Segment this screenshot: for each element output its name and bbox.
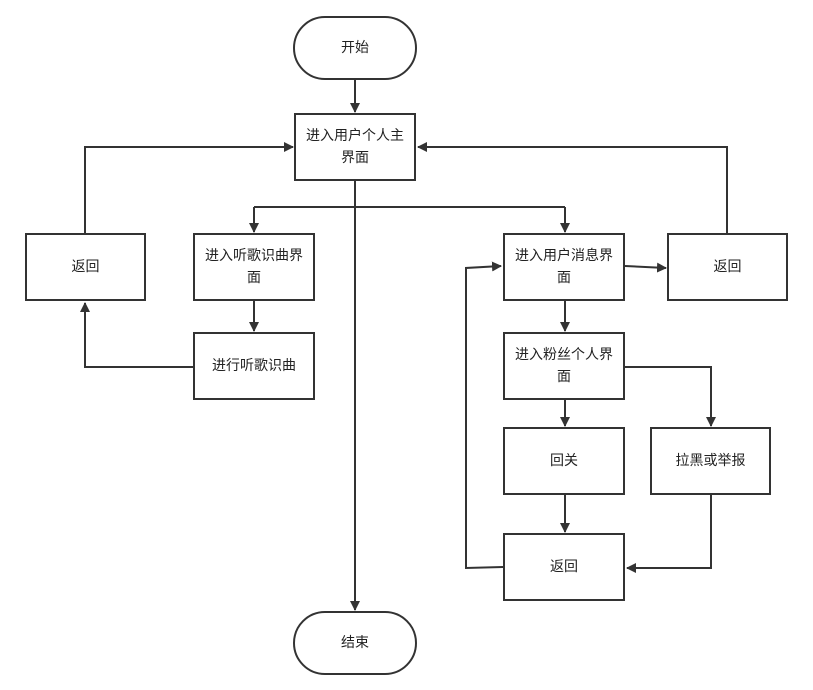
back-bottom-node: 返回: [503, 533, 625, 601]
do-music-recog-label: 进行听歌识曲: [212, 358, 296, 374]
edge-block-report-to-back-bottom: [626, 494, 712, 573]
enter-user-messages-node: 进入用户消息界面: [503, 233, 625, 301]
back-left-node: 返回: [25, 233, 146, 301]
back-left-label: 返回: [71, 259, 100, 275]
follow-back-label: 回关: [550, 453, 578, 469]
edge-back-right-to-user-home: [417, 142, 728, 233]
edge-fan-profile-to-block-report: [625, 366, 716, 427]
edge-user-messages-to-back-right: [624, 262, 667, 273]
enter-music-recog-label: 进入听歌识曲界面: [205, 248, 303, 286]
start-label: 开始: [341, 40, 369, 56]
enter-fan-profile-node: 进入粉丝个人界面: [503, 332, 625, 400]
follow-back-node: 回关: [503, 427, 625, 495]
edge-back-bottom-to-user-messages: [465, 261, 504, 570]
block-or-report-label: 拉黑或举报: [675, 453, 746, 469]
back-right-node: 返回: [667, 233, 788, 301]
back-right-label: 返回: [713, 259, 742, 275]
start-node: 开始: [293, 16, 417, 80]
enter-fan-profile-label: 进入粉丝个人界面: [515, 347, 613, 385]
back-bottom-label: 返回: [550, 559, 578, 575]
enter-user-home-node: 进入用户个人主界面: [294, 113, 416, 181]
enter-user-messages-label: 进入用户消息界面: [515, 248, 613, 286]
edge-back-left-to-user-home: [84, 142, 294, 233]
end-label: 结束: [341, 635, 369, 651]
block-or-report-node: 拉黑或举报: [650, 427, 771, 495]
enter-music-recog-node: 进入听歌识曲界面: [193, 233, 315, 301]
enter-user-home-label: 进入用户个人主界面: [306, 128, 404, 166]
edge-do-recog-to-back-left: [80, 302, 194, 368]
end-node: 结束: [293, 611, 417, 675]
do-music-recog-node: 进行听歌识曲: [193, 332, 315, 400]
